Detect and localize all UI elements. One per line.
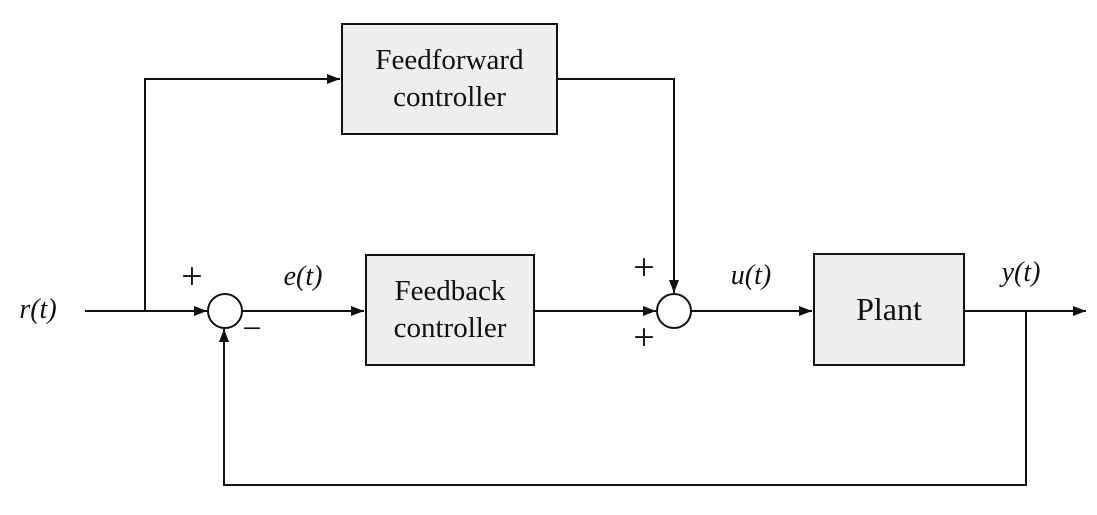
plant-label: Plant bbox=[856, 291, 922, 327]
summing-junction-2 bbox=[656, 293, 692, 329]
summing-junction-1 bbox=[207, 293, 243, 329]
sum2-top-plus-sign: + bbox=[633, 246, 655, 289]
signal-label-output: y(t) bbox=[1001, 257, 1041, 288]
signal-label-error: e(t) bbox=[283, 261, 323, 292]
feedback-controller-block: Feedback controller bbox=[365, 254, 535, 366]
signal-label-reference: r(t) bbox=[19, 294, 57, 325]
wire-feedforward-to-sum2 bbox=[558, 78, 679, 293]
sum1-plus-sign: + bbox=[181, 255, 203, 298]
signal-label-control: u(t) bbox=[730, 260, 772, 291]
feedforward-label-line1: Feedforward bbox=[375, 44, 524, 76]
plant-block: Plant bbox=[813, 253, 965, 366]
sum1-minus-sign: − bbox=[242, 310, 262, 348]
feedback-label-line2: controller bbox=[393, 312, 507, 344]
wire-feedback-loop bbox=[219, 311, 1027, 486]
sum2-bottom-plus-sign: + bbox=[633, 316, 655, 359]
feedforward-label-line2: controller bbox=[393, 81, 506, 113]
feedback-label-line1: Feedback bbox=[394, 275, 506, 307]
wire-branch-to-feedforward bbox=[144, 74, 340, 311]
feedforward-controller-block: Feedforward controller bbox=[341, 23, 558, 135]
